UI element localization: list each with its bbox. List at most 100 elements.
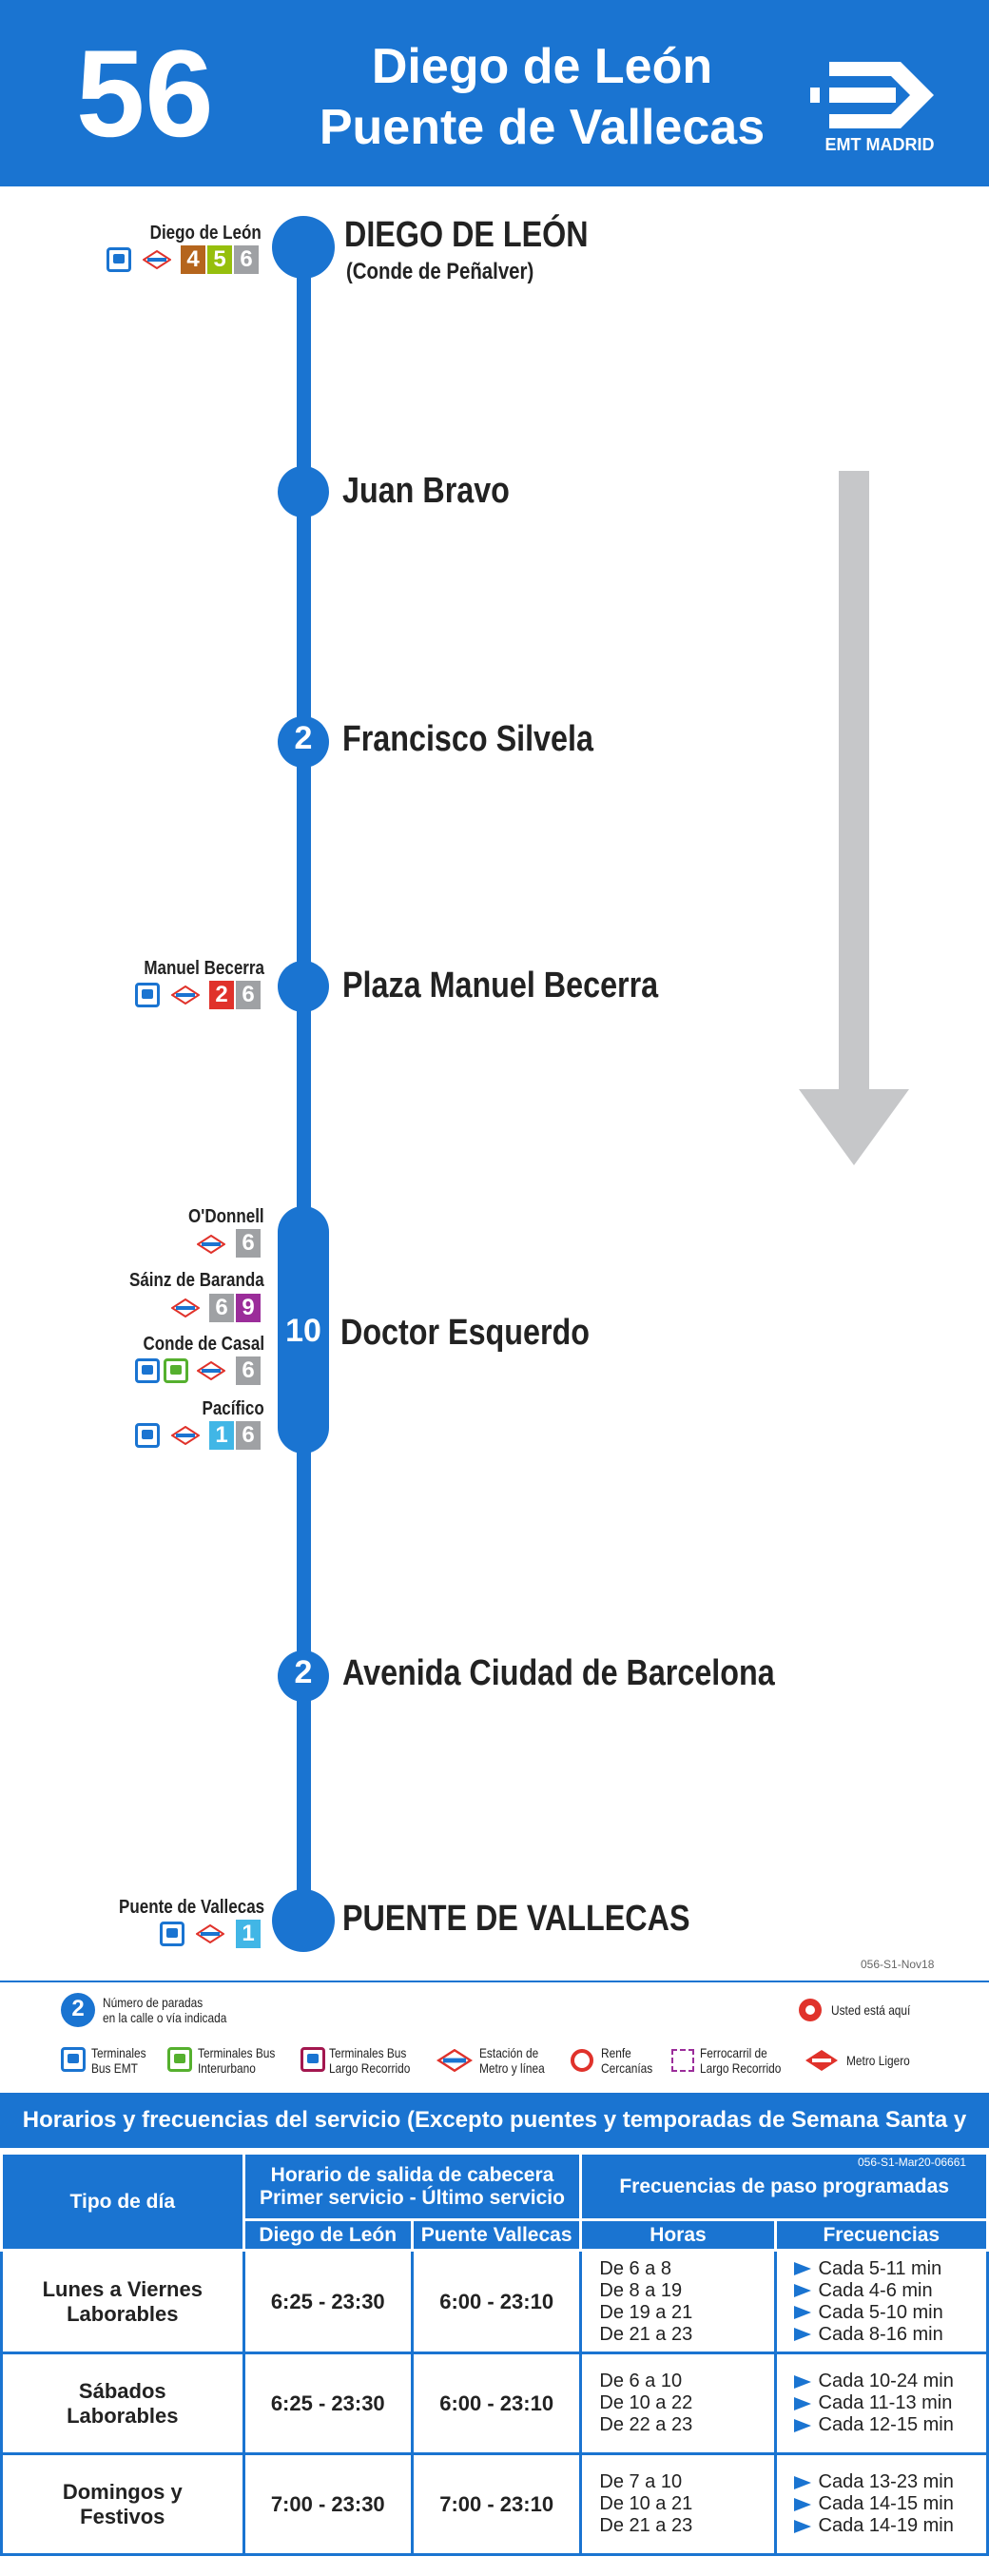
- stop-name: DIEGO DE LEÓN: [344, 215, 589, 255]
- legend-text: Terminales: [91, 2045, 146, 2060]
- route-number: 56: [76, 24, 214, 163]
- interurban-bus-icon: [164, 1358, 188, 1383]
- metro-line-badge: 6: [236, 1229, 261, 1258]
- stop-count: 10: [285, 1313, 321, 1349]
- legend-text: en la calle o vía indicada: [103, 2010, 227, 2025]
- long-distance-bus-icon: [301, 2047, 325, 2072]
- stop-marker: [278, 961, 329, 1012]
- legend-text: Renfe: [601, 2045, 631, 2060]
- schedule-title: Horarios y frecuencias del servicio (Exc…: [0, 2093, 989, 2188]
- connection-label: O'Donnell: [188, 1206, 264, 1227]
- metro-icon: [171, 1298, 200, 1317]
- metro-icon: [171, 986, 200, 1005]
- col-header-departure-2: Primer servicio - Último servicio: [259, 2186, 565, 2209]
- metro-line-badge: 1: [209, 1421, 234, 1450]
- metro-line-badge: 5: [207, 245, 232, 274]
- col-header-departure-1: Horario de salida de cabecera: [270, 2163, 554, 2186]
- stop-name: Plaza Manuel Becerra: [342, 966, 659, 1005]
- legend-text: Metro y línea: [479, 2060, 545, 2076]
- stop-name: Francisco Silvela: [342, 719, 593, 759]
- col-header-day: Tipo de día: [0, 2152, 245, 2252]
- metro-line-badge: 6: [236, 981, 261, 1009]
- metro-line-badge: 1: [236, 1920, 261, 1948]
- stop-marker: [272, 216, 335, 279]
- legend-text: Usted está aquí: [831, 2002, 911, 2018]
- schedule-table: Tipo de día Horario de salida de cabecer…: [0, 2152, 989, 2556]
- stop-name: Juan Bravo: [342, 471, 510, 511]
- metro-icon: [197, 1361, 225, 1380]
- legend-text: Estación de: [479, 2045, 539, 2060]
- logo-text: EMT MADRID: [824, 135, 935, 154]
- legend-text: Ferrocarril de: [700, 2045, 767, 2060]
- day-type: Sábados Laborables: [0, 2352, 245, 2455]
- connection-label: Pacífico: [202, 1398, 264, 1419]
- stop-count: 2: [294, 1654, 313, 1690]
- metro-line-badge: 6: [234, 245, 259, 274]
- bus-terminal-icon: [135, 1358, 160, 1383]
- col-header-departure: Horario de salida de cabecera Primer ser…: [242, 2152, 583, 2221]
- metro-icon: [436, 2049, 474, 2072]
- first-last-diego: 6:25 - 23:30: [242, 2249, 414, 2354]
- bus-terminal-icon: [135, 1423, 160, 1448]
- metro-icon: [197, 1235, 225, 1254]
- first-last-diego: 6:25 - 23:30: [242, 2352, 414, 2455]
- metro-icon: [143, 250, 171, 269]
- metro-line-badge: 6: [236, 1356, 261, 1385]
- bus-terminal-icon: [160, 1922, 184, 1946]
- metro-icon: [196, 1924, 224, 1943]
- legend-text: Número de paradas: [103, 1995, 204, 2010]
- metro-line-badge: 4: [181, 245, 205, 274]
- day-type: Lunes a Viernes Laborables: [0, 2249, 245, 2354]
- legend-text: Terminales Bus: [198, 2045, 276, 2060]
- destination-origin: Diego de León: [371, 39, 713, 94]
- connection-label: Diego de León: [149, 223, 262, 244]
- emt-logo-icon: [810, 62, 934, 128]
- stop-marker: [278, 466, 329, 517]
- route-destinations: Diego de León Puente de Vallecas: [285, 36, 799, 158]
- metro-icon: [171, 1426, 200, 1445]
- stop-name: Doctor Esquerdo: [340, 1313, 591, 1353]
- bus-terminal-icon: [61, 2047, 86, 2072]
- metro-line-badge: 6: [236, 1421, 261, 1450]
- connection-label: Conde de Casal: [143, 1334, 264, 1355]
- stop-count-legend-number: 2: [71, 1996, 85, 2021]
- long-distance-train-icon: [671, 2049, 694, 2072]
- stop-marker-long: [278, 1206, 329, 1454]
- interurban-bus-icon: [167, 2047, 192, 2072]
- col-header-puente: Puente Vallecas: [410, 2218, 583, 2252]
- metro-line-badge: 2: [209, 981, 234, 1009]
- stop-name: Avenida Ciudad de Barcelona: [342, 1653, 775, 1693]
- connection-label: Manuel Becerra: [144, 958, 264, 979]
- header: 56 Diego de León Puente de Vallecas EMT …: [0, 0, 989, 186]
- metro-line-badge: 9: [236, 1294, 261, 1322]
- bus-terminal-icon: [135, 983, 160, 1007]
- legend-text: Largo Recorrido: [329, 2060, 411, 2076]
- connection-label: Puente de Vallecas: [118, 1897, 264, 1918]
- route-code: 056-S1-Nov18: [861, 1958, 935, 1971]
- legend-text: Terminales Bus: [329, 2045, 407, 2060]
- legend-text: Largo Recorrido: [700, 2060, 782, 2076]
- table-row: Lunes a Viernes Laborables 6:25 - 23:30 …: [0, 2249, 989, 2354]
- stop-count-legend-marker: [61, 1993, 95, 2027]
- col-header-freqs: Frecuencias: [773, 2218, 989, 2252]
- bus-terminal-icon: [107, 247, 131, 272]
- legend-divider: [0, 1981, 989, 1982]
- table-row: Domingos y Festivos 7:00 - 23:30 7:00 - …: [0, 2452, 989, 2556]
- stop-subtitle: (Conde de Peñalver): [346, 259, 534, 284]
- metro-line-badge: 6: [209, 1294, 234, 1322]
- legend-text: Metro Ligero: [846, 2053, 910, 2068]
- first-last-puente: 6:00 - 23:10: [410, 2249, 583, 2354]
- route-line: [297, 238, 311, 1926]
- first-last-diego: 7:00 - 23:30: [242, 2452, 414, 2556]
- stop-marker: [278, 716, 329, 768]
- table-code: 056-S1-Mar20-06661: [858, 2156, 967, 2169]
- legend-text: Bus EMT: [91, 2060, 138, 2076]
- legend-text: Cercanías: [601, 2060, 653, 2076]
- stop-marker: [272, 1889, 335, 1952]
